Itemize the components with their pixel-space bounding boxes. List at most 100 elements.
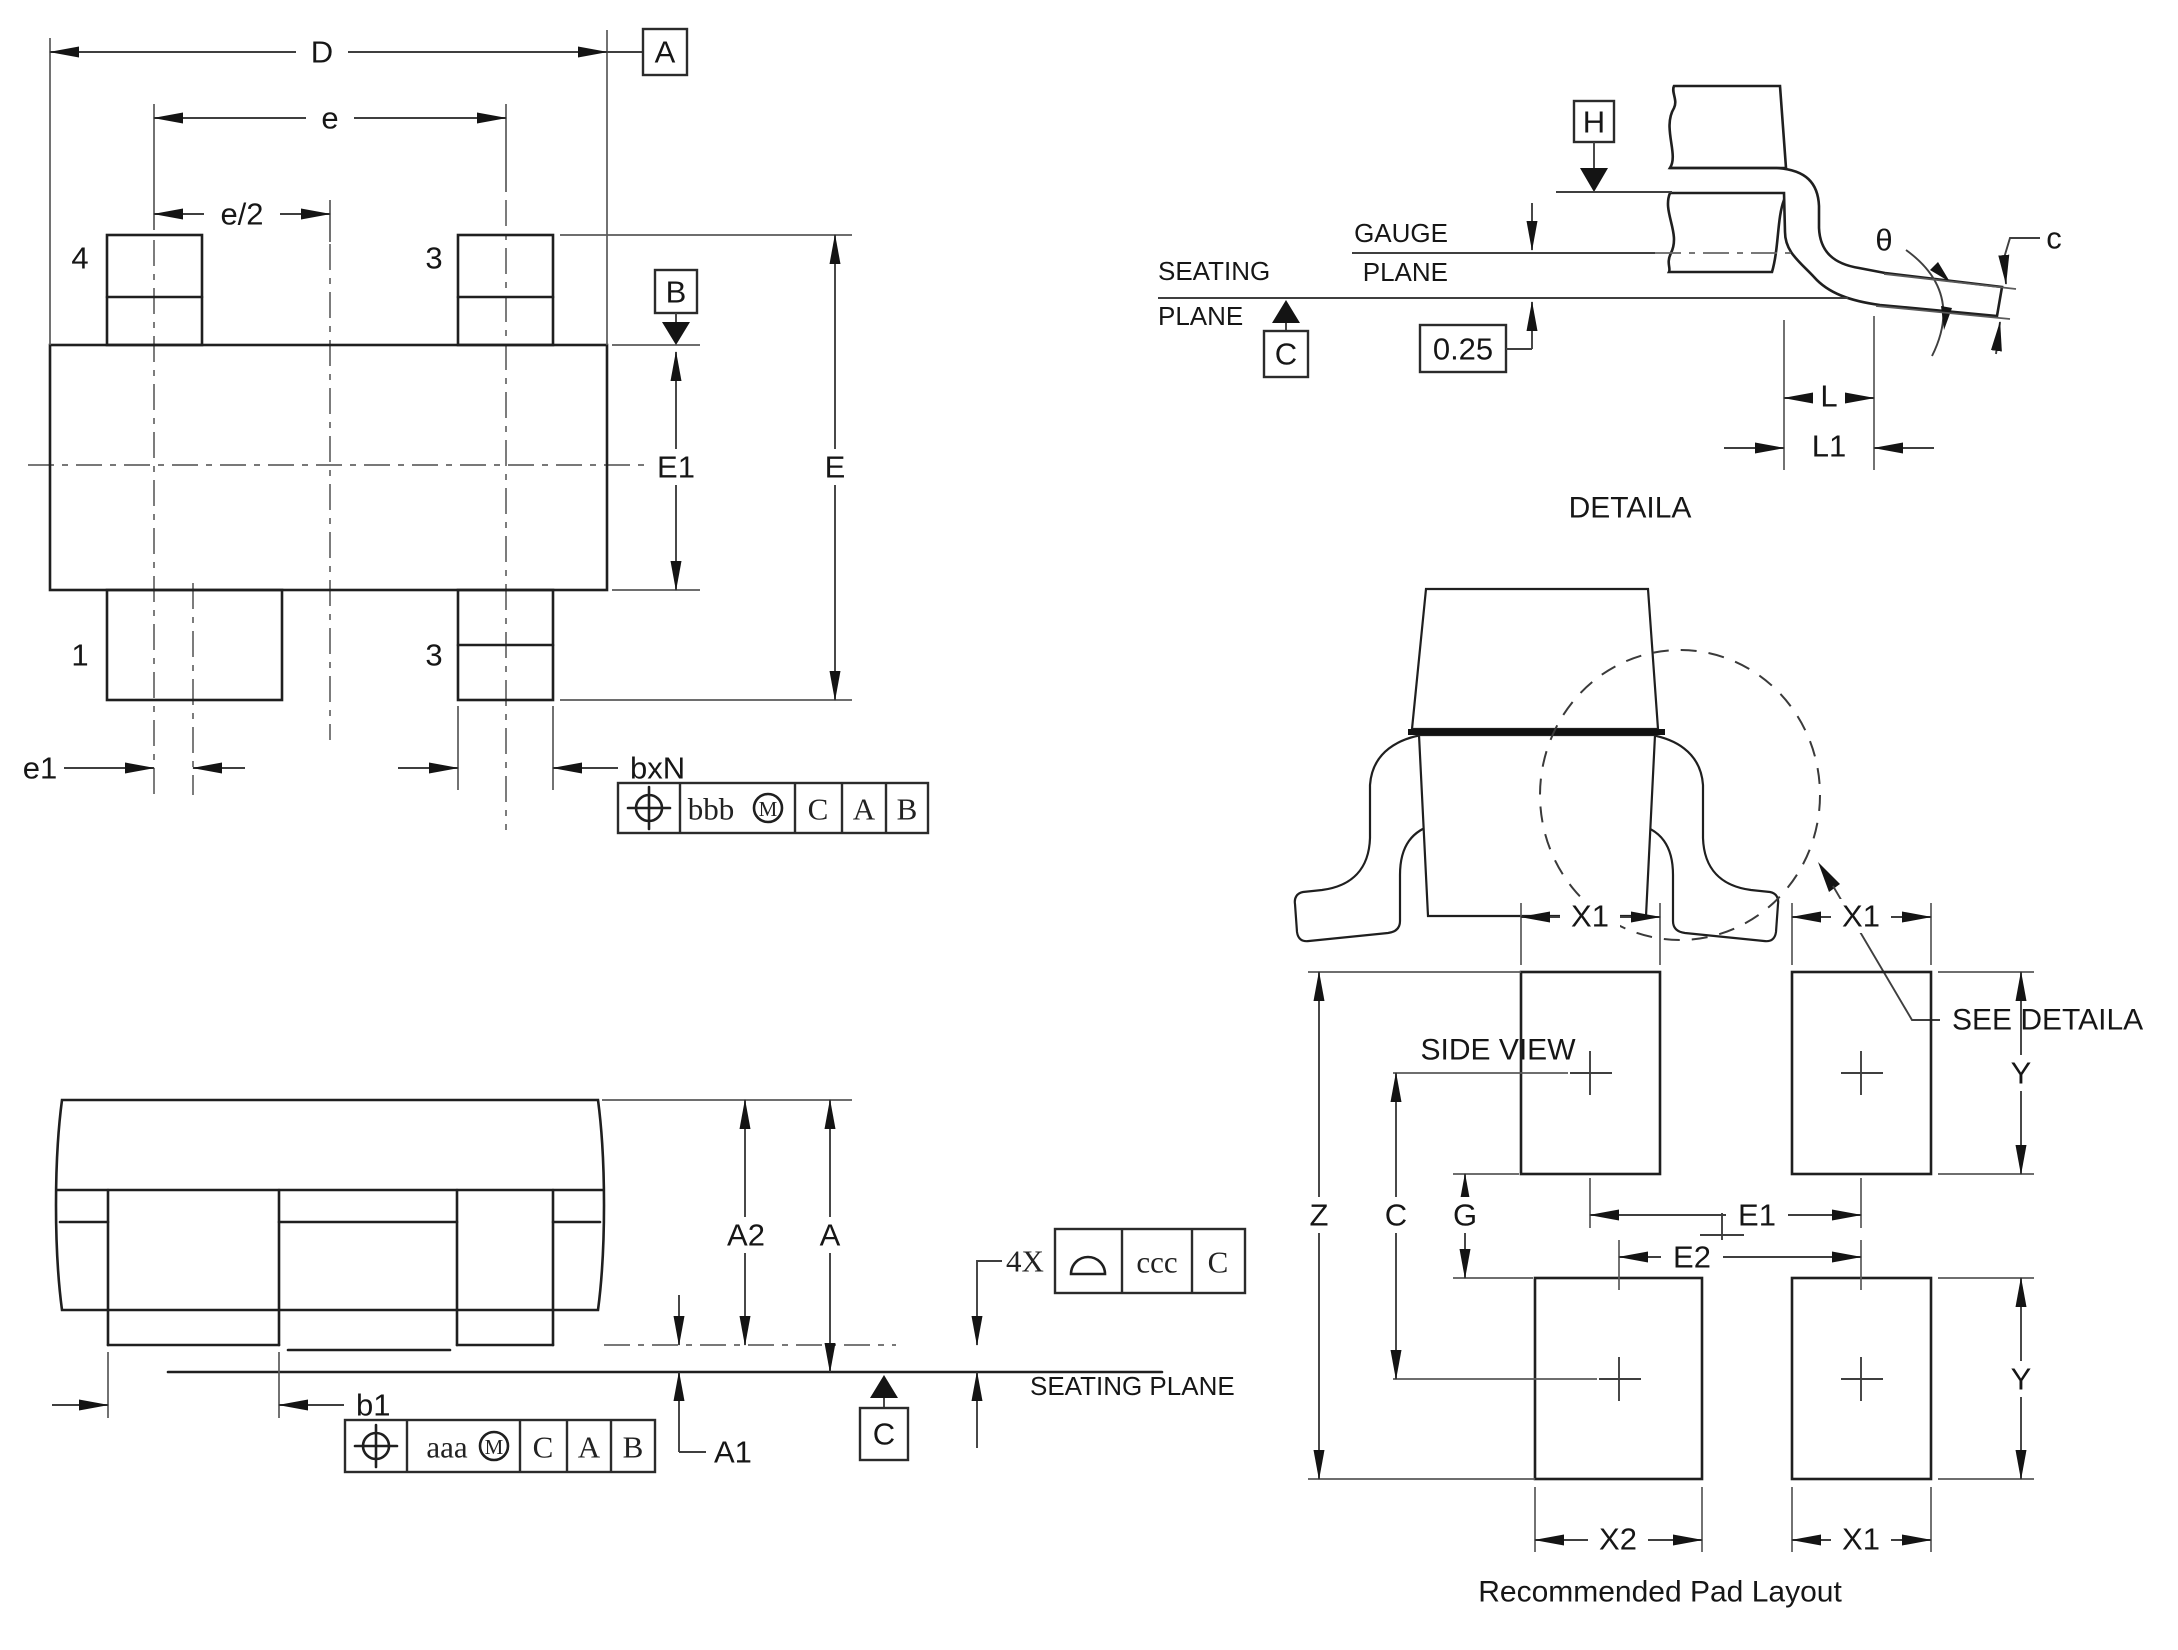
detail-a-view: H GAUGE PLANE SEATING PLANE C 0.25: [1158, 84, 2062, 525]
fcf-position-bbb: bbb M C A B: [616, 781, 930, 835]
datum-C-box: [858, 1406, 910, 1462]
callout-arrowhead: [1818, 862, 1840, 892]
theta-label: θ: [1875, 223, 1892, 258]
label-bg: [1726, 1198, 1788, 1232]
label-bg: [806, 1217, 854, 1253]
label-bg: [1999, 1361, 2043, 1397]
fcf-ref3: B: [623, 1430, 644, 1465]
left-lead: [1293, 731, 1442, 943]
dim-E1-label: E1: [1738, 1198, 1776, 1233]
label-bg: [306, 100, 354, 136]
dim-e-half-label: e/2: [220, 197, 263, 232]
dimension-bxN: bxN: [398, 706, 685, 790]
dim-e1-label: e1: [23, 751, 57, 786]
arc-arrow-top: [1930, 262, 1950, 282]
datum-H: H: [1556, 99, 1672, 193]
fcf-position-aaa: aaa M C A B: [343, 1418, 657, 1474]
label-bg: [1297, 1197, 1341, 1233]
pin-3-top-label: 3: [425, 241, 442, 276]
pin-1: [105, 588, 284, 702]
dimension-L1: L1: [1724, 429, 1934, 464]
dim-Y-label: Y: [2011, 1056, 2032, 1091]
dim-A1-label: A1: [714, 1435, 752, 1470]
label-bg: [1560, 899, 1620, 933]
seating-plane-detail: SEATING PLANE C: [1158, 256, 1848, 379]
label-bg: [1831, 899, 1891, 933]
see-detail-label: SEE DETAILA: [1952, 1004, 2143, 1037]
dimension-theta: θ: [1875, 223, 1952, 357]
position-symbol-icon: [353, 1423, 399, 1469]
datum-A-box: [641, 27, 689, 77]
dimension-Y-bottom: Y: [1938, 1277, 2043, 1480]
datum-C-front: C: [858, 1375, 910, 1462]
label-bg: [810, 449, 860, 485]
dim-D-label: D: [311, 35, 333, 70]
pad-layout-title: Recommended Pad Layout: [1478, 1576, 1842, 1609]
dimension-0-25: 0.25: [1418, 203, 1538, 374]
label-bg: [1831, 1522, 1891, 1556]
fcf-modifier: M: [485, 1435, 504, 1459]
fcf-coplanarity: 4X ccc C: [971, 1227, 1247, 1448]
count-label: 4X: [1006, 1244, 1044, 1279]
dimension-E1: B E1: [612, 268, 706, 591]
fcf-ref: C: [1208, 1245, 1229, 1280]
package-body: [48, 343, 609, 592]
fcf-tolerance: ccc: [1136, 1245, 1177, 1280]
label-bg: [1374, 1197, 1418, 1233]
dim-X1-label: X1: [1842, 1522, 1880, 1557]
arrow-up: [1990, 321, 2002, 355]
dim-bxN-label: bxN: [630, 751, 685, 786]
datum-C-label: C: [1275, 337, 1297, 372]
dimension-A: A: [806, 1099, 854, 1373]
pad-top-right: [1790, 970, 1933, 1176]
label-bg: [204, 196, 280, 232]
side-view-title: SIDE VIEW: [1420, 1034, 1576, 1067]
dim-c-label: c: [2046, 221, 2062, 256]
dim-X2-label: X2: [1599, 1522, 1637, 1557]
label-bg: [1999, 1055, 2043, 1091]
dimension-A2: A2: [716, 1099, 776, 1346]
front-view: SEATING PLANE A2 A A1 C 4X: [52, 1098, 1247, 1474]
dim-E2-label: E2: [1673, 1240, 1711, 1275]
dim-e-label: e: [321, 101, 338, 136]
dimension-G: G: [1442, 1173, 1533, 1279]
gull-wing-lead: [1668, 166, 2004, 318]
upper-body-section: [1667, 84, 1788, 170]
gauge-plane-text-2: PLANE: [1363, 257, 1448, 287]
seating-plane-label: SEATING PLANE: [1030, 1371, 1235, 1401]
dimension-D: D A: [49, 27, 689, 345]
dimension-X2: X2: [1534, 1487, 1703, 1557]
detail-callout-circle: [1539, 649, 1821, 941]
datum-H-triangle: [1580, 168, 1608, 192]
right-lead: [1631, 731, 1780, 943]
dimension-C: C: [1374, 1072, 1597, 1380]
fcf-frame: [1053, 1227, 1247, 1295]
angle-arc: [1905, 249, 1945, 357]
pin-4-label: 4: [71, 241, 88, 276]
datum-A-label: A: [655, 35, 676, 70]
seating-plane-text-2: PLANE: [1158, 301, 1243, 331]
dim-Z-label: Z: [1310, 1198, 1329, 1233]
dim-E1-label: E1: [657, 450, 695, 485]
pin-3-bottom-label: 3: [425, 638, 442, 673]
dim-A2-label: A2: [727, 1218, 765, 1253]
datum-H-label: H: [1583, 105, 1605, 140]
lower-body-section: [1666, 191, 1786, 274]
leader: [2003, 237, 2040, 259]
pin-3-top: [456, 233, 555, 347]
offset-label: 0.25: [1433, 332, 1493, 367]
body-lower: [1417, 733, 1657, 918]
side-view: SEE DETAILA SIDE VIEW: [1293, 587, 2143, 1067]
dimension-X1-top-right: X1: [1791, 899, 1932, 965]
fcf-ref2: A: [578, 1430, 601, 1465]
fcf-tolerance: aaa: [426, 1430, 468, 1465]
dim-L-label: L: [1820, 379, 1837, 414]
dim-G-label: G: [1453, 1198, 1477, 1233]
fcf-frame: [343, 1418, 657, 1474]
pin-4: [105, 233, 204, 347]
dimension-e: e: [153, 100, 507, 230]
dimension-A1: A1: [673, 1295, 752, 1470]
dimension-e-half: e/2: [153, 196, 331, 242]
